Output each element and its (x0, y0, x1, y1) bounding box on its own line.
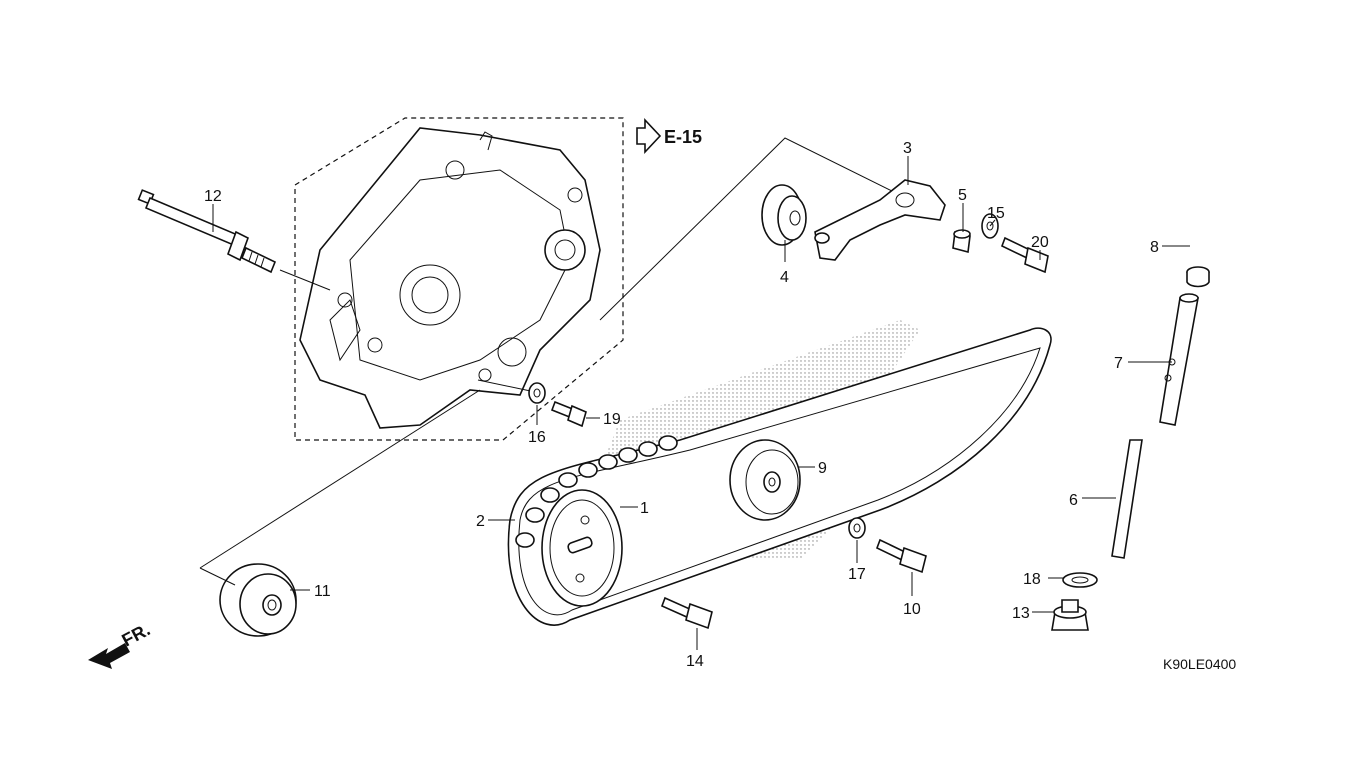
drawing-code: K90LE0400 (1163, 656, 1236, 672)
tensioner-arm-part-3 (814, 179, 946, 261)
bolt-part-10 (875, 538, 927, 574)
bolt-part-13 (1051, 599, 1089, 631)
callout-labels: 1 2 3 4 5 6 7 8 9 10 11 12 13 14 15 16 1… (204, 140, 1159, 670)
callout-17: 17 (848, 566, 866, 583)
washer-part-16 (528, 382, 546, 404)
callout-6: 6 (1069, 492, 1078, 509)
callout-15: 15 (987, 205, 1005, 222)
callout-11: 11 (314, 583, 331, 600)
callout-19: 19 (603, 411, 621, 428)
washer-part-17 (848, 517, 866, 539)
callout-10: 10 (903, 601, 921, 618)
callout-20: 20 (1031, 234, 1049, 251)
callout-8: 8 (1150, 239, 1159, 256)
callout-7: 7 (1114, 355, 1123, 372)
callout-9: 9 (818, 460, 827, 477)
cap-part-8 (1186, 266, 1210, 288)
callout-3: 3 (903, 140, 912, 157)
front-arrow: FR. (88, 619, 153, 669)
crankcase-boundary (294, 117, 624, 441)
callout-1: 1 (640, 500, 649, 517)
callout-14: 14 (686, 653, 704, 670)
leader-lines (212, 156, 1190, 650)
callout-4: 4 (780, 269, 789, 286)
sprocket-part-11 (219, 563, 297, 637)
callout-13: 13 (1012, 605, 1030, 622)
collar-part-5 (952, 229, 971, 254)
callout-12: 12 (204, 188, 222, 205)
callout-2: 2 (476, 513, 485, 530)
washer-part-18 (1062, 572, 1098, 588)
callout-5: 5 (958, 187, 967, 204)
sprocket-part-1 (541, 489, 623, 607)
sprocket-part-4 (761, 184, 807, 246)
callout-16: 16 (528, 429, 546, 446)
bolt-part-12 (137, 189, 277, 274)
crankcase-part (299, 127, 601, 429)
sprocket-part-9 (729, 439, 801, 521)
chain-links (515, 435, 678, 548)
guide-lines (199, 137, 901, 586)
bolt-part-20 (1000, 236, 1049, 274)
reference-arrow: E-15 (636, 117, 702, 155)
bolt-part-19 (550, 400, 587, 428)
bolt-part-14 (660, 596, 713, 630)
reference-label: E-15 (664, 127, 702, 147)
spring-part-6 (1111, 439, 1143, 559)
callout-18: 18 (1023, 571, 1041, 588)
pusher-part-7 (1159, 293, 1199, 426)
